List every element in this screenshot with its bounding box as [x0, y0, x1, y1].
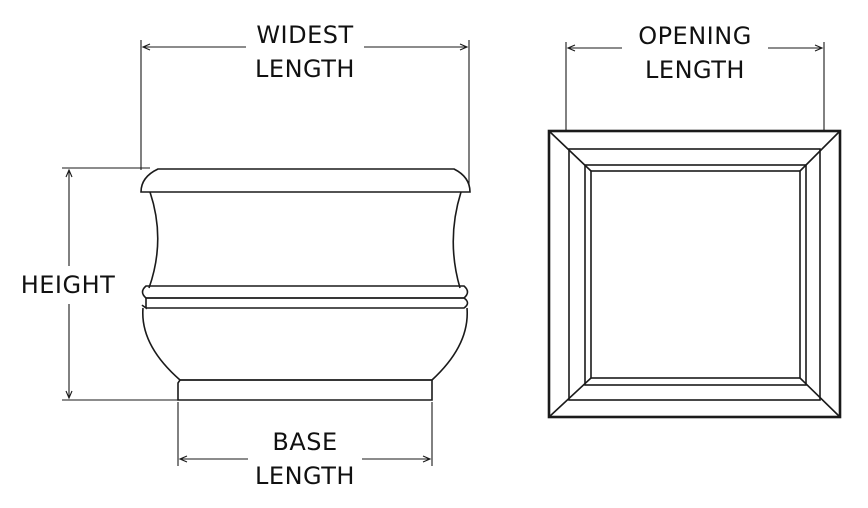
top-view-rim-square — [568, 148, 821, 401]
opening-left-arrowhead — [566, 44, 576, 52]
height-label: HEIGHT — [21, 271, 116, 299]
opening-label-line2: LENGTH — [645, 56, 745, 84]
base-right-arrowhead — [422, 455, 432, 463]
planter-top-rim — [140, 168, 471, 193]
base-length-dimension: BASE LENGTH — [177, 402, 433, 490]
top-view-opening-square — [590, 170, 801, 379]
widest-right-arrowhead — [459, 43, 469, 51]
opening-length-dimension: OPENING LENGTH — [565, 22, 825, 132]
planter-upper-body — [148, 191, 462, 289]
top-view-corner-line-tl — [548, 130, 592, 172]
height-top-arrowhead — [65, 168, 73, 178]
opening-label-line1: OPENING — [638, 22, 752, 50]
height-bottom-arrowhead — [65, 390, 73, 400]
top-view-corner-line-br — [799, 377, 841, 418]
base-label-line1: BASE — [272, 428, 337, 456]
height-dimension: HEIGHT — [21, 167, 180, 401]
planter-side-view — [140, 168, 471, 401]
base-left-arrowhead — [178, 455, 188, 463]
base-label-line2: LENGTH — [255, 462, 355, 490]
planter-top-view — [547, 129, 842, 419]
planter-middle-band-lower — [141, 297, 469, 310]
planter-middle-band-upper — [141, 285, 469, 299]
widest-label-line2: LENGTH — [255, 55, 355, 83]
widest-length-dimension: WIDEST LENGTH — [140, 21, 470, 186]
top-view-corner-line-bl — [548, 377, 592, 418]
planter-bowl — [142, 307, 468, 381]
top-view-corner-line-tr — [799, 130, 841, 172]
widest-label-line1: WIDEST — [256, 21, 353, 49]
widest-left-arrowhead — [141, 43, 151, 51]
top-view-inner-square — [584, 164, 807, 386]
planter-base-foot — [177, 379, 433, 401]
top-view-outer-square — [547, 129, 842, 419]
opening-right-arrowhead — [814, 44, 824, 52]
